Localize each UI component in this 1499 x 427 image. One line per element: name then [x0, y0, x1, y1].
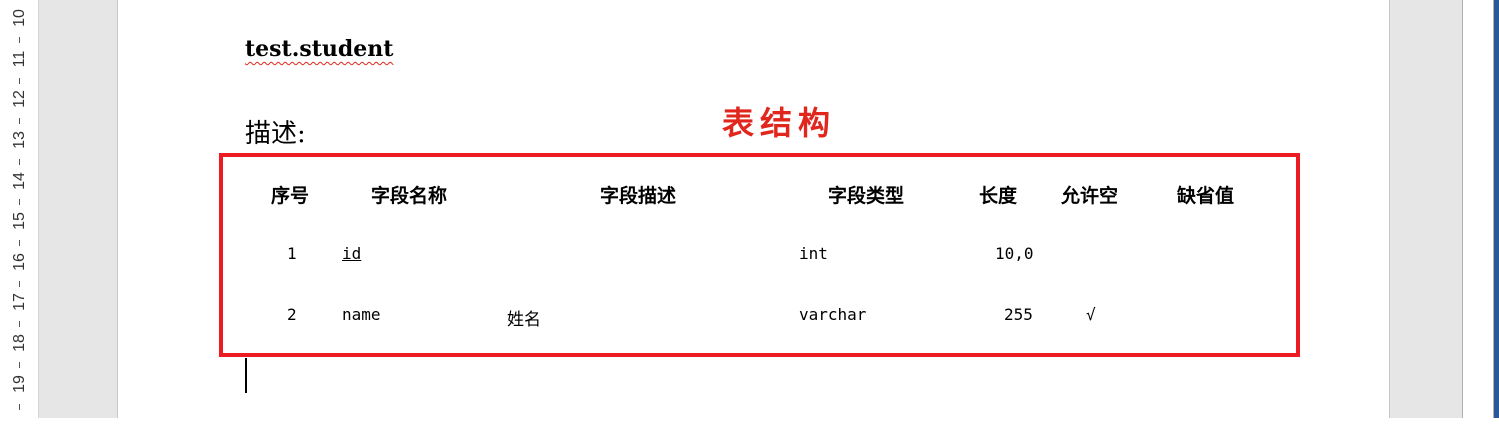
ruler-number: 15: [11, 212, 28, 230]
cell-length: 255: [1004, 305, 1033, 324]
ruler-number: 19: [11, 375, 28, 393]
table-highlight-box: [219, 153, 1300, 357]
ruler-tick: [19, 404, 20, 410]
document-page[interactable]: [118, 0, 1389, 418]
header-field-description: 字段描述: [600, 185, 677, 207]
header-field-type: 字段类型: [828, 185, 905, 207]
ruler-number: 13: [11, 131, 28, 149]
cell-index: 2: [287, 305, 297, 324]
header-field-name: 字段名称: [371, 185, 448, 207]
text-cursor: [245, 358, 247, 393]
ruler-number: 11: [11, 50, 28, 68]
ruler-number: 18: [11, 334, 28, 352]
ruler-tick: [19, 362, 20, 368]
ruler-tick: [19, 240, 20, 246]
header-length: 长度: [979, 185, 1018, 207]
ruler-number: 12: [11, 90, 28, 108]
vertical-scrollbar[interactable]: [1493, 0, 1499, 418]
ruler-tick: [19, 78, 20, 84]
ruler-tick: [19, 118, 20, 124]
ruler-tick: [19, 321, 20, 327]
ruler-number: 14: [11, 172, 28, 190]
ruler-number: 17: [11, 293, 28, 311]
cell-field-type: int: [799, 244, 828, 263]
annotation-label: 表结构: [722, 104, 837, 142]
right-page-margin: [1389, 0, 1463, 418]
ruler-number: 16: [11, 253, 28, 271]
cell-length: 10,0: [995, 244, 1034, 263]
cell-field-type: varchar: [799, 305, 867, 324]
ruler-tick: [19, 199, 20, 205]
cell-index: 1: [287, 244, 297, 263]
cell-nullable: √: [1086, 305, 1096, 324]
cell-field-name[interactable]: id: [342, 244, 362, 263]
cell-field-description: 姓名: [507, 310, 541, 330]
header-default: 缺省值: [1177, 185, 1235, 207]
ruler-number: 10: [11, 9, 28, 27]
vertical-ruler: 10 11 12 13 14 15 16 17 18 19: [0, 0, 39, 418]
description-label: 描述:: [245, 119, 306, 149]
cell-field-name: name: [342, 305, 381, 324]
ruler-tick: [19, 37, 20, 43]
ruler-tick: [19, 281, 20, 287]
ruler-tick: [19, 159, 20, 165]
header-index: 序号: [271, 185, 310, 207]
bottom-band: [0, 418, 1499, 427]
left-page-margin: [39, 0, 118, 418]
table-name-heading[interactable]: test.student: [245, 36, 394, 62]
header-nullable: 允许空: [1061, 185, 1119, 207]
